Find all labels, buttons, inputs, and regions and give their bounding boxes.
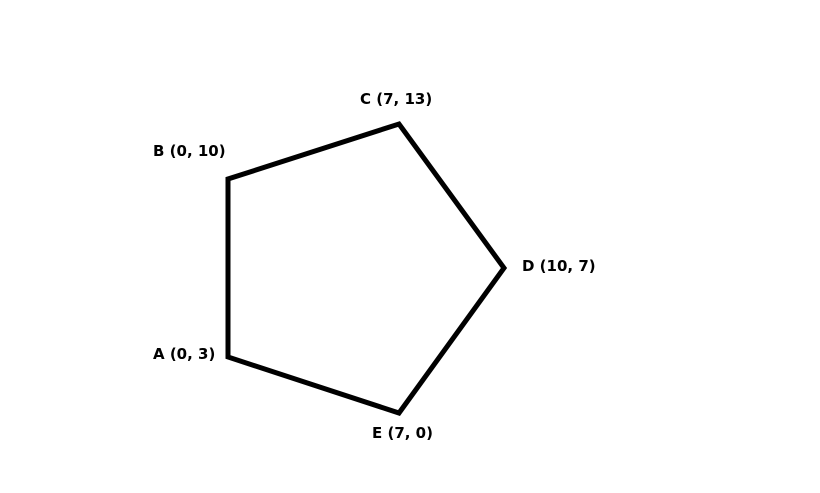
vertex-label-b: B (0, 10) (153, 142, 226, 160)
pentagon-shape (225, 121, 508, 416)
vertex-label-c: C (7, 13) (360, 90, 433, 108)
vertex-label-e: E (7, 0) (372, 424, 433, 442)
vertex-label-d: D (10, 7) (522, 257, 596, 275)
vertex-label-a: A (0, 3) (153, 345, 216, 363)
